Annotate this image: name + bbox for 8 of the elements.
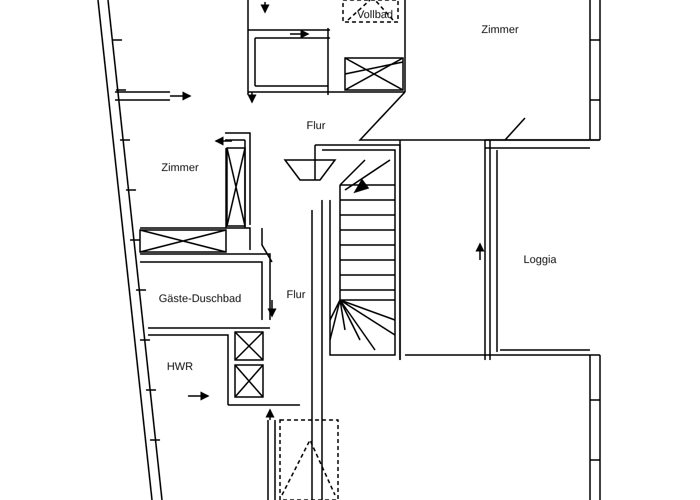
room-label: Flur [286,289,306,301]
room-label: Flur [306,120,326,132]
room-label: HWR [166,361,194,373]
room-label: Zimmer [481,24,519,36]
room-label: Loggia [523,254,557,266]
room-label: Gäste-Duschbad [158,293,242,305]
room-label: Vollbad [356,9,394,21]
room-label: Zimmer [161,162,199,174]
